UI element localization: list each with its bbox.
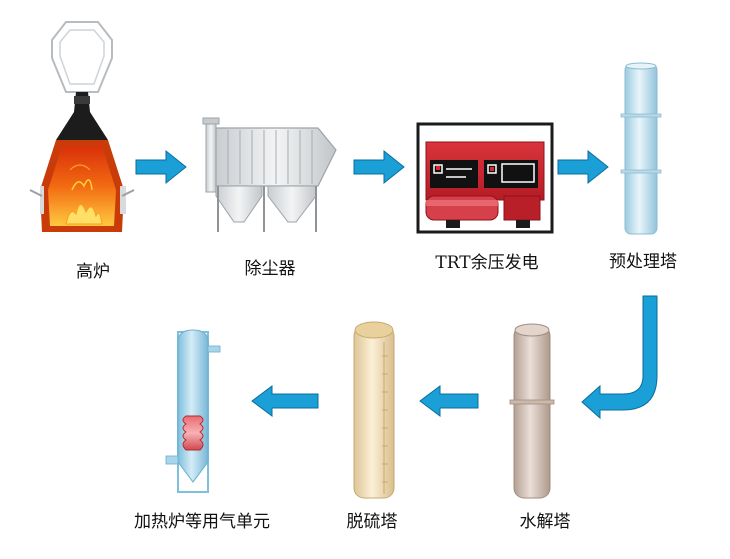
stage-label-hydrolysis-tower: 水解塔 [519, 512, 571, 532]
pretreatment-tower-icon [620, 62, 662, 235]
stage-label-trt: TRT余压发电 [435, 253, 539, 273]
trt-generator-icon [416, 122, 554, 234]
stage-label-dust-collector: 除尘器 [244, 259, 296, 279]
stage-label-pretreatment-tower: 预处理塔 [609, 252, 677, 272]
flow-arrow-furnace-to-dust [135, 149, 187, 185]
stage-label-blast-furnace: 高炉 [76, 262, 110, 282]
heating-furnace-icon [165, 329, 221, 493]
flow-arrow-hydrolysis-to-desulfurization [419, 385, 479, 417]
stage-label-desulfurization-tower: 脱硫塔 [346, 512, 398, 532]
blast-furnace-icon [29, 21, 135, 232]
stage-label-heating-furnace: 加热炉等用气单元 [134, 512, 270, 532]
flow-arrow-dust-to-trt [353, 149, 405, 185]
dust-collector-icon [202, 117, 337, 232]
flow-arrow-desulfurization-to-heating [251, 385, 319, 417]
flow-arrow-trt-to-pretreatment [557, 149, 609, 185]
hydrolysis-tower-icon [509, 323, 555, 499]
flow-arrow-pretreatment-to-hydrolysis [581, 295, 658, 420]
desulfurization-tower-icon [353, 321, 395, 499]
